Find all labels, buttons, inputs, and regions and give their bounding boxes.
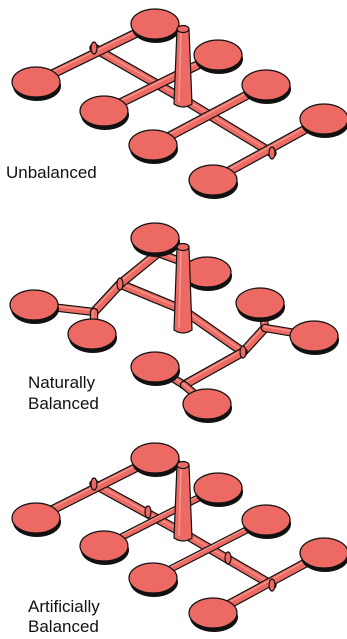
cavity-4 <box>79 530 129 562</box>
cavity-8 <box>188 164 238 196</box>
cavity-5 <box>241 69 291 101</box>
cavity-3 <box>193 472 243 504</box>
runner-joint-1 <box>116 277 124 291</box>
runner-end-plug <box>90 477 98 491</box>
runner-end-plug-2 <box>268 578 276 592</box>
cavity-2 <box>11 66 61 98</box>
label-naturally-line1: Naturally <box>28 373 96 392</box>
cavity-5 <box>241 504 291 536</box>
cavity-8 <box>188 597 238 629</box>
cavity-5 <box>235 287 285 319</box>
cavity-8 <box>182 388 232 420</box>
cavity-3 <box>9 289 59 321</box>
right-branch-down <box>180 348 247 389</box>
cavity-6 <box>289 320 339 352</box>
runner-restriction-1 <box>144 505 152 519</box>
sprue <box>173 28 193 108</box>
sprue-shine <box>178 31 182 103</box>
cavity-3 <box>193 39 243 71</box>
right-branch-up <box>239 324 269 356</box>
cavity-1 <box>130 442 180 474</box>
label-artificially-line2: Balanced <box>28 617 99 636</box>
runner-restriction-2 <box>224 551 232 565</box>
sprue-top <box>176 460 190 470</box>
panel-naturally-balanced <box>9 222 339 423</box>
cavity-6 <box>128 562 178 594</box>
cavity-7 <box>299 537 347 569</box>
sprue <box>173 464 193 542</box>
sprue-shine <box>178 467 182 537</box>
sprue-shine <box>178 249 182 329</box>
cavity-4 <box>67 318 117 350</box>
cavity-6 <box>128 129 178 161</box>
sprue-top <box>176 242 190 252</box>
label-artificially-line1: Artificially <box>28 597 100 616</box>
sprue <box>173 246 193 334</box>
cavity-7 <box>130 351 180 383</box>
runner-end-plug <box>90 41 98 55</box>
right-branch-up-shine <box>241 325 265 352</box>
label-naturally-line2: Balanced <box>28 394 99 413</box>
sprue-top <box>176 24 190 34</box>
panel-artificially-balanced <box>11 442 347 632</box>
cavity-7 <box>299 103 347 135</box>
cavity-2 <box>11 502 61 534</box>
runner-joint-2 <box>239 345 247 359</box>
label-unbalanced: Unbalanced <box>6 163 97 182</box>
runner-end-plug-2 <box>268 146 276 160</box>
panel-unbalanced <box>11 8 347 199</box>
cavity-4 <box>79 95 129 127</box>
right-branch-down-shine <box>182 349 243 385</box>
left-branch <box>90 249 162 316</box>
cavity-1 <box>130 8 180 40</box>
cavity-1 <box>130 222 180 254</box>
